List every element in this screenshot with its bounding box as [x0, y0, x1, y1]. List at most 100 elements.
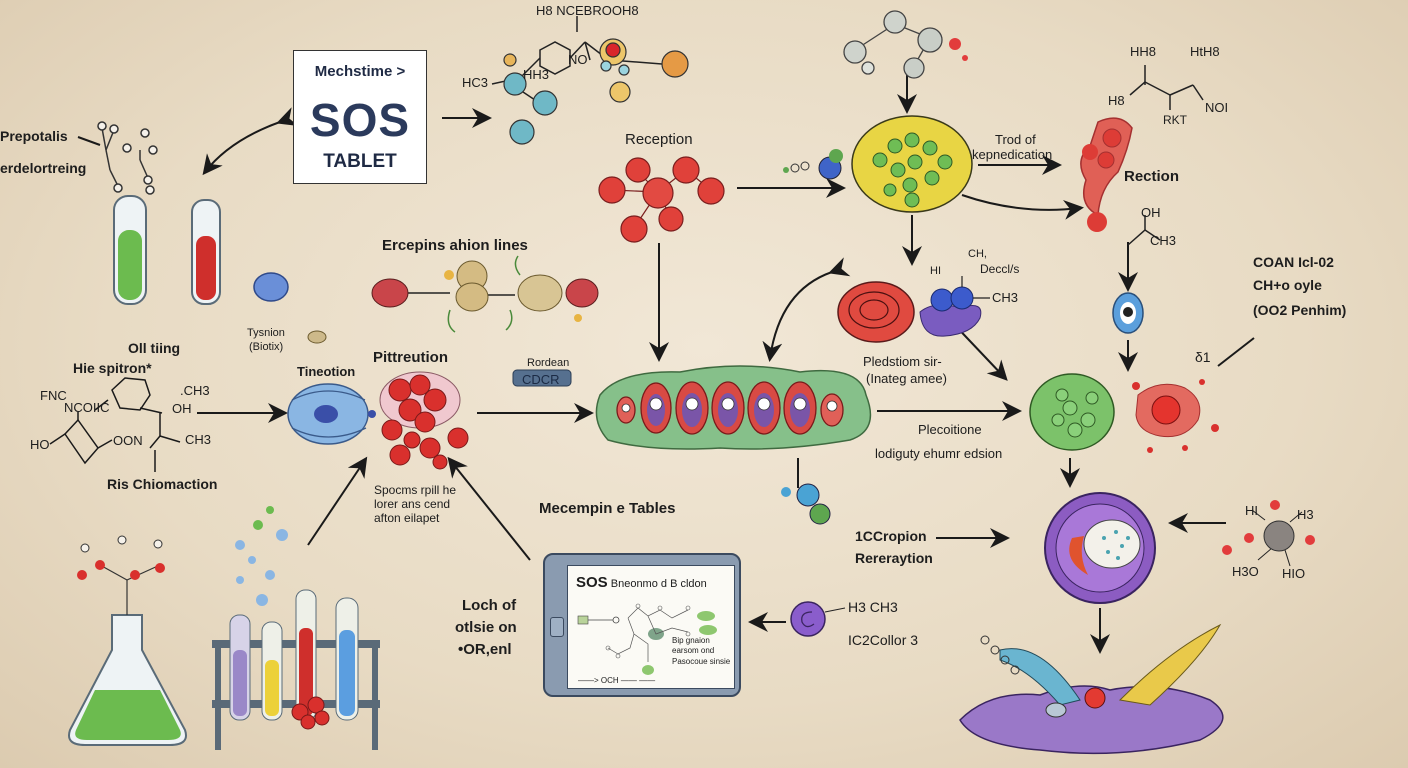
label-rkt: RKT	[1163, 113, 1187, 127]
label-oh-right: OH	[1141, 205, 1161, 220]
pittreution-red-cluster	[379, 371, 469, 470]
tablet-title-bold: SOS	[576, 574, 608, 591]
label-oil-tiing: Oll tiing	[128, 340, 181, 356]
yellow-cell	[851, 115, 973, 213]
tynion-particle	[307, 330, 327, 344]
label-spocms-3: afton eilapet	[374, 511, 440, 525]
label-ch: CH,	[968, 248, 987, 260]
label-hi-small: HI	[930, 265, 941, 277]
tablet-screen: SOS Bneonmo d B cldon Bip gnaion earsom …	[567, 565, 735, 689]
label-inateg: (Inateg amee)	[866, 371, 947, 386]
label-oo2-penhim: (OO2 Penhim)	[1253, 302, 1347, 318]
label-cdcr: CDCR	[522, 372, 560, 387]
blue-badge-icon	[1112, 292, 1144, 334]
label-hth8: HtH8	[1190, 44, 1220, 59]
arrow-tubes-up	[307, 456, 368, 546]
label-hio-right: HIO	[1282, 566, 1306, 581]
left-chemical-structure	[49, 377, 181, 472]
label-trod-of: Trod of	[995, 132, 1036, 147]
label-oon: OON	[113, 433, 143, 448]
arrow-card-to-tubes	[202, 107, 299, 176]
label-ch3-right: CH3	[1150, 233, 1177, 248]
label-erdelortreing: erdelortreing	[0, 160, 87, 176]
test-tube-red	[191, 199, 221, 305]
label-ho: HO	[30, 437, 50, 452]
label-prepotalis: Prepotalis	[0, 128, 68, 144]
small-molecule-top-left	[97, 121, 158, 195]
line-top-left	[77, 136, 101, 146]
tablet-screen-title: SOS Bneonmo d B cldon	[576, 574, 707, 591]
label-hc3: HC3	[462, 75, 489, 90]
label-no: NO	[568, 52, 588, 67]
rection-red-blob	[1080, 117, 1133, 232]
label-deccl: Deccl/s	[980, 262, 1020, 276]
arrow-curve-to-cells	[762, 257, 851, 362]
label-pittreution: Pittreution	[373, 349, 448, 366]
label-coan: COAN Icl-02	[1253, 254, 1334, 270]
ercepins-molecules	[371, 255, 599, 333]
label-plecoitione: Plecoitione	[918, 422, 982, 437]
blue-bead	[253, 272, 289, 302]
label-iccropion: 1CCropion	[855, 528, 927, 544]
label-tysnion: Tysnion	[247, 327, 285, 339]
label-rection: Rection	[1124, 168, 1180, 185]
label-fnc: FNC	[40, 388, 67, 403]
label-loch-2: otlsie on	[455, 619, 517, 636]
small-blue-green-molecule	[783, 149, 843, 180]
purple-round-cell	[1044, 492, 1156, 604]
tablet-structure-drawing	[577, 603, 717, 675]
tablet-note-line-1: Bip gnaion	[672, 636, 710, 645]
tablet-home-button	[550, 617, 564, 637]
label-oh: OH	[172, 401, 192, 416]
label-hie-spitron: Hie spitron*	[73, 360, 152, 376]
title-card-main: SOS	[309, 94, 411, 146]
label-ch3-a: .CH3	[180, 383, 210, 398]
label-lodiguty: lodiguty ehumr edsion	[875, 446, 1003, 461]
label-loch-1: Loch of	[462, 597, 517, 614]
label-rereraytion: Rereraytion	[855, 550, 933, 566]
arrow-tablet-to-pitt	[447, 456, 531, 561]
hi-gray-molecule	[1222, 500, 1315, 567]
test-tube-green	[113, 195, 147, 305]
label-h3o-right: H3O	[1232, 564, 1259, 579]
test-tube-rack	[212, 506, 380, 750]
label-biotix: (Biotix)	[249, 341, 284, 353]
rection-structure	[1127, 65, 1204, 246]
label-reception: Reception	[625, 131, 693, 148]
tablet-note-line-2: earsom ond	[672, 646, 715, 656]
label-delta-1: δ1	[1195, 349, 1211, 365]
label-ic2-collor: IC2Collor 3	[848, 632, 919, 648]
label-top-formula: H8 NCEBROOH8	[536, 3, 639, 18]
tineotion-blue-swirl	[287, 383, 376, 445]
top-gray-molecule	[843, 10, 968, 79]
label-ercepins: Ercepins ahion lines	[382, 237, 528, 254]
label-tineotion: Tineotion	[297, 364, 356, 379]
label-mecempin-tables: Mecempin e Tables	[539, 500, 676, 517]
label-hh8: HH8	[1130, 44, 1157, 59]
label-ch3-mid: CH3	[992, 290, 1019, 305]
label-spocms-2: lorer ans cend	[374, 497, 451, 511]
label-spocms-1: Spocms rpill he	[374, 483, 457, 497]
purple-enzyme	[919, 276, 990, 337]
label-h3-right: H3	[1297, 507, 1314, 522]
arrow-yellow-curve	[961, 194, 1084, 220]
label-hh3: HH3	[523, 67, 550, 82]
title-card-caption: TABLET	[323, 151, 397, 172]
flow-arrows	[77, 72, 1255, 654]
green-cell-chain	[595, 365, 872, 450]
erlenmeyer-flask	[68, 535, 187, 746]
label-ch-oyle: CH+o oyle	[1253, 277, 1322, 293]
label-ch3-b: CH3	[185, 432, 212, 447]
label-noi: NOI	[1205, 100, 1229, 115]
tablet-note: Bip gnaion earsom ond Pasocoue sinsie	[672, 636, 730, 667]
label-loch-3: •OR,enl	[458, 641, 512, 658]
tablet-title-rest: Bneonmo d B cldon	[610, 578, 707, 590]
label-ncoiic: NCOIIC	[64, 400, 110, 415]
green-vesicle	[1029, 373, 1115, 451]
reception-red-molecule	[598, 156, 725, 243]
tablet-note-line-3: Pasocoue sinsie	[672, 656, 731, 666]
red-burst-cell	[1132, 379, 1219, 453]
title-card: Mechstime > SOS TABLET	[293, 50, 427, 184]
